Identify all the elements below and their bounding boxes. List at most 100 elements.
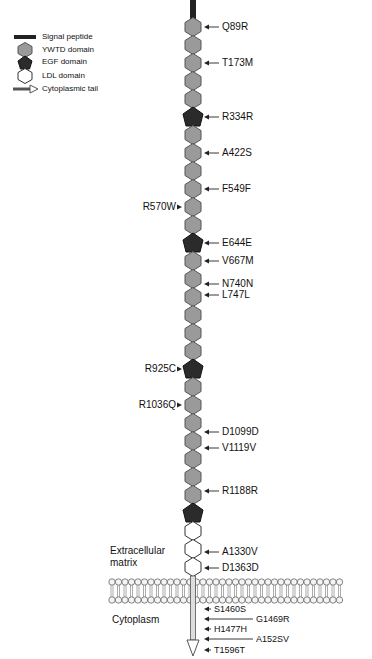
leader-arrowhead bbox=[204, 259, 209, 264]
lipid-tail bbox=[184, 585, 185, 597]
legend-swatch bbox=[13, 88, 31, 91]
lipid-tail bbox=[165, 585, 166, 597]
lipid-head bbox=[278, 579, 284, 585]
lipid-head bbox=[245, 579, 251, 585]
ldl-domain bbox=[185, 540, 201, 559]
lipid-head bbox=[154, 597, 160, 603]
lipid-tail bbox=[132, 585, 133, 597]
region-label: Extracellular matrix bbox=[110, 545, 182, 568]
region-label: Cytoplasm bbox=[112, 614, 159, 626]
lipid-tail bbox=[299, 585, 300, 597]
lipid-head bbox=[239, 597, 245, 603]
leader-arrowhead bbox=[204, 241, 209, 246]
legend-swatch bbox=[14, 35, 36, 39]
ldl-domain bbox=[185, 558, 201, 577]
variant-label: V667M bbox=[222, 255, 254, 267]
lipid-head bbox=[278, 597, 284, 603]
lipid-head bbox=[297, 579, 303, 585]
leader-arrowhead bbox=[204, 430, 209, 435]
lipid-tail bbox=[117, 585, 118, 597]
lipid-head bbox=[148, 579, 154, 585]
lipid-tail bbox=[150, 585, 151, 597]
lipid-head bbox=[232, 579, 238, 585]
lipid-tail bbox=[113, 585, 114, 597]
lipid-head bbox=[154, 579, 160, 585]
variant-label: V1119V bbox=[222, 442, 256, 454]
lipid-head bbox=[258, 579, 264, 585]
lipid-tail bbox=[308, 585, 309, 597]
ywtd-domain bbox=[185, 162, 201, 181]
lipid-tail bbox=[275, 585, 276, 597]
lipid-head bbox=[271, 597, 277, 603]
leader-arrowhead bbox=[204, 151, 209, 156]
lipid-tail bbox=[210, 585, 211, 597]
lipid-head bbox=[135, 597, 141, 603]
lipid-head bbox=[167, 579, 173, 585]
legend-swatch bbox=[18, 56, 32, 69]
ywtd-domain bbox=[185, 450, 201, 469]
lipid-head bbox=[226, 597, 232, 603]
lipid-head bbox=[109, 579, 115, 585]
lipid-tail bbox=[178, 585, 179, 597]
ywtd-domain bbox=[185, 432, 201, 451]
lipid-tail bbox=[189, 585, 190, 597]
lipid-tail bbox=[260, 585, 261, 597]
lipid-tail bbox=[130, 585, 131, 597]
lipid-tail bbox=[247, 585, 248, 597]
lipid-head bbox=[109, 597, 115, 603]
lipid-tail bbox=[267, 585, 268, 597]
legend-swatch bbox=[18, 43, 32, 58]
lipid-tail bbox=[230, 585, 231, 597]
lipid-head bbox=[239, 579, 245, 585]
lipid-head bbox=[252, 597, 258, 603]
leader-arrowhead bbox=[204, 25, 209, 30]
lipid-head bbox=[226, 579, 232, 585]
lipid-head bbox=[174, 579, 180, 585]
ywtd-domain bbox=[185, 324, 201, 343]
ywtd-domain bbox=[185, 90, 201, 109]
lipid-tail bbox=[334, 585, 335, 597]
lipid-tail bbox=[215, 585, 216, 597]
lipid-tail bbox=[332, 585, 333, 597]
leader-line bbox=[207, 639, 253, 640]
lipid-tail bbox=[111, 585, 112, 597]
lipid-head bbox=[161, 597, 167, 603]
leader-arrowhead bbox=[177, 367, 182, 372]
ywtd-domain bbox=[185, 126, 201, 145]
lipid-head bbox=[200, 597, 206, 603]
lipid-head bbox=[122, 579, 128, 585]
lipid-tail bbox=[273, 585, 274, 597]
lipid-head bbox=[206, 579, 212, 585]
lipid-tail bbox=[217, 585, 218, 597]
lipid-head bbox=[213, 597, 219, 603]
lipid-tail bbox=[228, 585, 229, 597]
lipid-head bbox=[122, 597, 128, 603]
cytoplasmic-tail bbox=[191, 576, 196, 640]
leader-arrowhead bbox=[204, 489, 209, 494]
lipid-tail bbox=[197, 585, 198, 597]
lipid-head bbox=[180, 579, 186, 585]
lipid-head bbox=[304, 597, 310, 603]
leader-arrowhead bbox=[204, 115, 209, 120]
leader-arrowhead bbox=[204, 282, 209, 287]
ywtd-domain bbox=[185, 72, 201, 91]
egf-domain bbox=[183, 107, 203, 126]
lipid-head bbox=[135, 579, 141, 585]
lipid-head bbox=[317, 579, 323, 585]
lipid-tail bbox=[156, 585, 157, 597]
ywtd-domain bbox=[185, 378, 201, 397]
lipid-head bbox=[336, 597, 342, 603]
lipid-head bbox=[284, 579, 290, 585]
lipid-tail bbox=[171, 585, 172, 597]
lipid-tail bbox=[137, 585, 138, 597]
lipid-head bbox=[252, 579, 258, 585]
variant-label: R1188R bbox=[222, 485, 258, 497]
lipid-head bbox=[232, 597, 238, 603]
lipid-head bbox=[323, 579, 329, 585]
lipid-tail bbox=[139, 585, 140, 597]
lipid-tail bbox=[325, 585, 326, 597]
lipid-head bbox=[323, 597, 329, 603]
lipid-head bbox=[291, 579, 297, 585]
ywtd-domain bbox=[185, 144, 201, 163]
